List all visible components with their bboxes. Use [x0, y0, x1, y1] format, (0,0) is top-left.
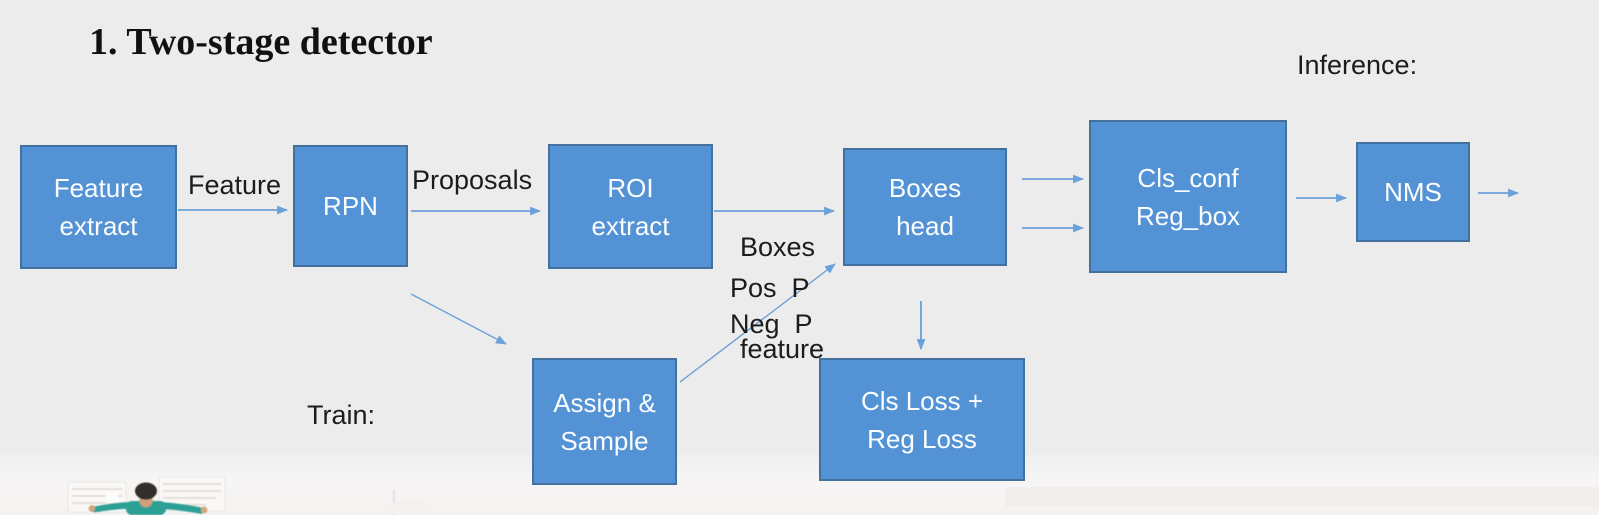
node-nms-label: NMS: [1384, 177, 1442, 207]
faint-artifacts: [390, 490, 430, 515]
node-rpn: RPN: [293, 145, 408, 267]
node-cls-conf-line1: Cls_conf: [1137, 162, 1239, 193]
node-feature-extract-line1: Feature: [53, 173, 144, 203]
edge-label-proposals: Proposals: [412, 165, 533, 195]
node-boxes-head-line1: Boxes: [888, 173, 962, 203]
node-boxes-head-line2: head: [896, 211, 954, 241]
node-roi-extract: ROI extract: [548, 144, 713, 269]
presenter-right-hand: [200, 506, 208, 514]
presenter-figure: [88, 482, 208, 515]
node-feature-extract-line2: extract: [59, 211, 138, 241]
arrow-rpn-to-assign-sample: [410, 293, 507, 345]
slide-title: 1. Two-stage detector: [89, 21, 433, 63]
train-label: Train:: [307, 400, 376, 430]
node-rpn-label: RPN: [323, 191, 378, 221]
node-feature-extract: Feature extract: [20, 145, 177, 269]
node-nms: NMS: [1356, 142, 1470, 242]
edge-label-pos-p: Pos P: [730, 273, 810, 303]
node-roi-extract-line1: ROI: [607, 172, 654, 203]
edge-label-boxes-feature-line1: Boxes: [740, 232, 816, 262]
presenter-left-hand: [88, 505, 96, 512]
presenter-torso: [126, 501, 166, 515]
node-cls-reg-loss-line1: Cls Loss +: [860, 385, 984, 416]
video-overlay-band: [1005, 487, 1599, 507]
node-roi-extract-line2: extract: [591, 210, 670, 241]
node-assign-sample-line1: Assign &: [553, 387, 656, 418]
presenter-card: [105, 492, 119, 504]
presenter-hair: [135, 482, 157, 500]
edge-label-neg-p: Neg P: [730, 309, 813, 339]
node-boxes-head: Boxes head: [843, 148, 1007, 266]
node-assign-sample: Assign & Sample: [532, 358, 677, 485]
node-cls-conf-reg-box: Cls_conf Reg_box: [1089, 120, 1287, 273]
inference-label: Inference:: [1297, 50, 1418, 80]
node-assign-sample-line2: Sample: [560, 425, 649, 456]
presenter-webcam-fragment: [67, 476, 430, 515]
node-cls-reg-loss-line2: Reg Loss: [867, 423, 977, 454]
node-cls-conf-line2: Reg_box: [1135, 200, 1241, 231]
node-cls-reg-loss: Cls Loss + Reg Loss: [819, 358, 1025, 481]
edge-label-feature: Feature: [188, 170, 282, 200]
